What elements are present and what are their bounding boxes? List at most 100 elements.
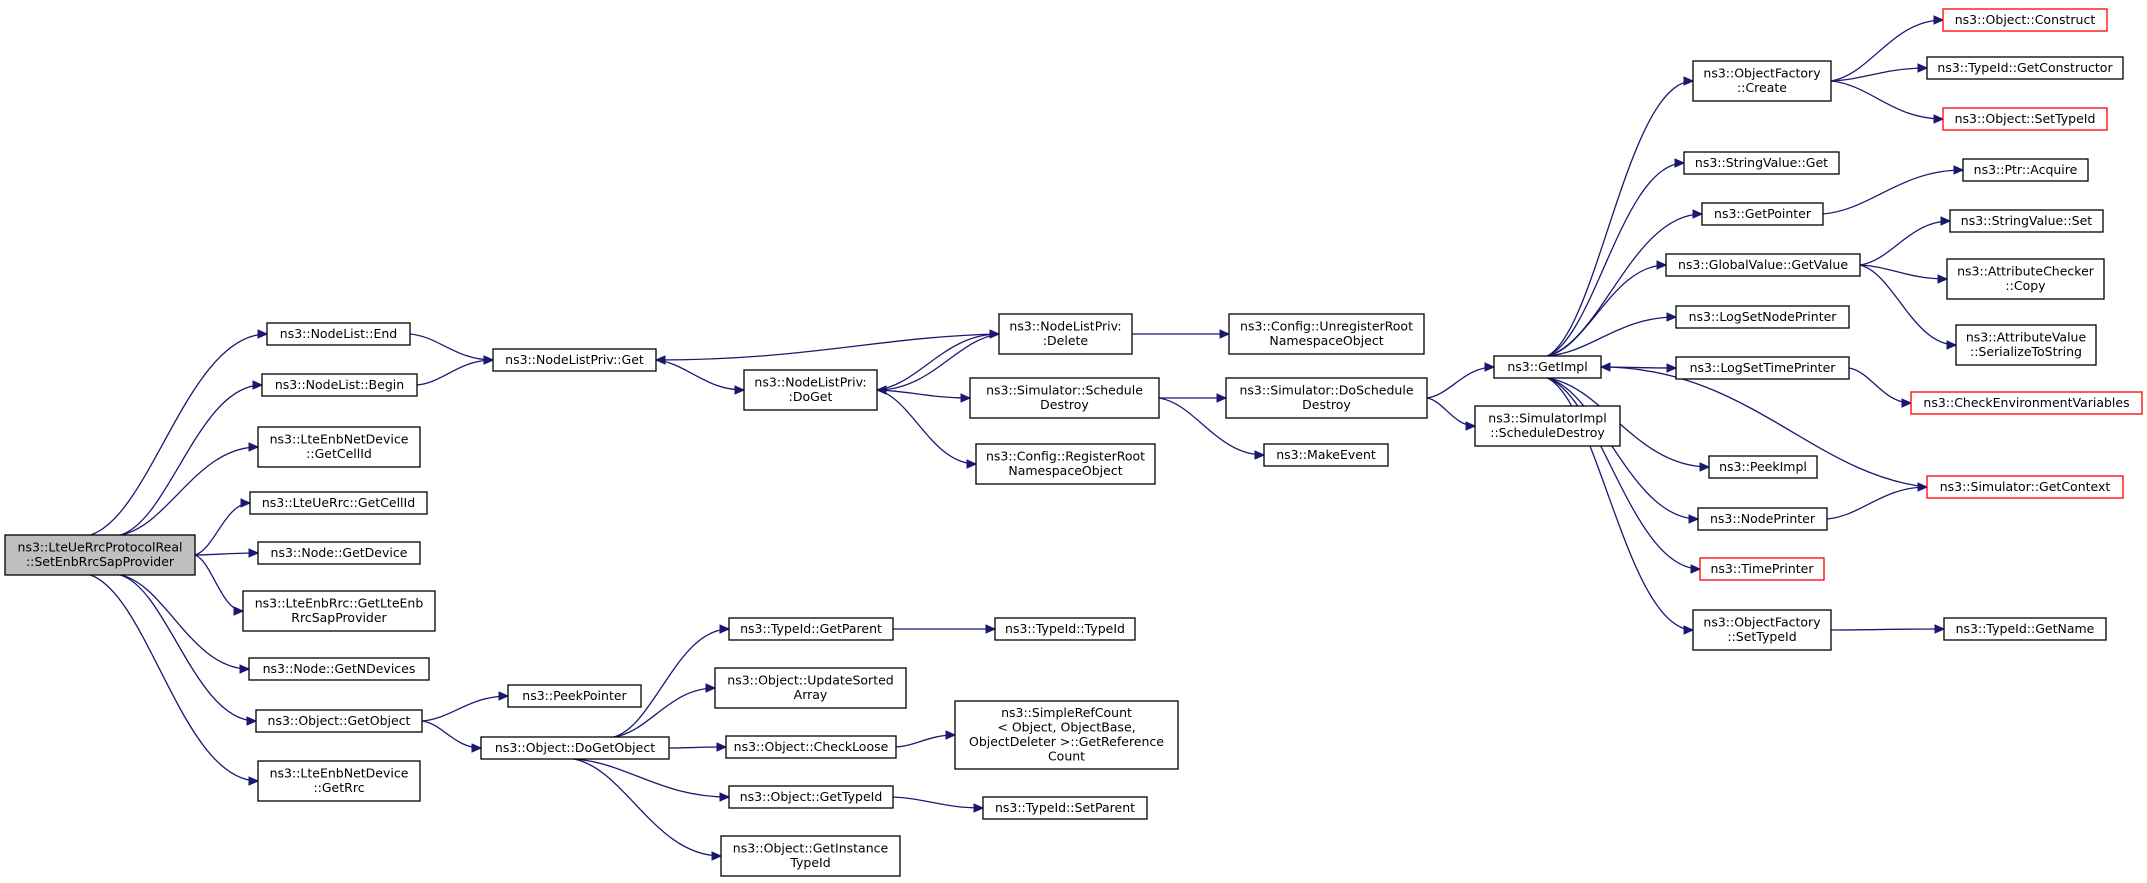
arrowhead [1688,514,1700,524]
node-getimpl[interactable]: ns3::GetImpl [1493,355,1602,379]
node-peekpointer[interactable]: ns3::PeekPointer [507,684,642,708]
edge-root-to-enbrrc-getsap [194,554,245,616]
node-stringvalue-get[interactable]: ns3::StringValue::Get [1683,151,1840,175]
node-nlp-delete[interactable]: ns3::NodeListPriv::Delete [998,313,1133,355]
node-makeevent[interactable]: ns3::MakeEvent [1263,443,1389,467]
node-stringvalue-set[interactable]: ns3::StringValue::Set [1949,209,2104,233]
edge-root-to-nl-end [90,329,269,536]
node-label: ns3::Simulator::GetContext [1940,479,2111,494]
node-label: ns3::StringValue::Set [1961,213,2092,228]
node-checkenv[interactable]: ns3::CheckEnvironmentVariables [1910,391,2143,415]
edge-line [194,554,244,612]
node-nlp-get[interactable]: ns3::NodeListPriv::Get [492,348,657,372]
node-label: ns3::TypeId::TypeId [1005,621,1125,636]
node-box [1692,609,1832,651]
node-label: ns3::Object::CheckLoose [734,739,889,754]
node-enb-cellid[interactable]: ns3::LteEnbNetDevice::GetCellId [257,426,421,468]
node-node-getdevice[interactable]: ns3::Node::GetDevice [257,541,421,565]
node-label: Array [794,687,828,702]
node-tid-getparent[interactable]: ns3::TypeId::GetParent [728,617,894,641]
node-box [1946,258,2105,300]
node-logsetnodeprinter[interactable]: ns3::LogSetNodePrinter [1675,305,1850,329]
node-timeprinter[interactable]: ns3::TimePrinter [1699,557,1825,581]
node-attrvalue-ser[interactable]: ns3::AttributeValue::SerializeToString [1955,324,2097,366]
node-tid-setparent[interactable]: ns3::TypeId::SetParent [982,796,1148,820]
node-getpointer[interactable]: ns3::GetPointer [1701,202,1824,226]
node-label: ns3::Object::DoGetObject [495,740,655,755]
node-sim-getcontext[interactable]: ns3::Simulator::GetContext [1926,475,2124,499]
edge-obj-dogetobject-to-obj-updatesorted [613,683,717,738]
edge-line [194,502,251,556]
node-gv-getvalue[interactable]: ns3::GlobalValue::GetValue [1665,253,1861,277]
node-logsettimeprinter[interactable]: ns3::LogSetTimePrinter [1675,356,1850,380]
arrowhead [985,624,997,634]
node-tid-getname[interactable]: ns3::TypeId::GetName [1943,617,2107,641]
arrowhead [257,329,269,339]
node-nl-end[interactable]: ns3::NodeList::End [266,322,411,346]
arrowhead [1699,462,1711,472]
node-nl-begin[interactable]: ns3::NodeList::Begin [261,373,418,397]
node-box [1962,158,2089,182]
edge-line [90,333,268,536]
node-label: ns3::NodeListPriv: [1009,319,1121,334]
node-box [1942,107,2108,131]
node-root[interactable]: ns3::LteUeRrcProtocolReal::SetEnbRrcSapP… [4,534,196,576]
node-box [969,377,1160,419]
edge-line [1547,377,1710,468]
node-peekimpl[interactable]: ns3::PeekImpl [1708,455,1818,479]
node-obj-construct[interactable]: ns3::Object::Construct [1942,8,2108,32]
edge-sim-getcontext-to-getimpl [1599,362,1928,488]
edge-getimpl-to-peekimpl [1547,377,1711,472]
node-obj-gettypeid[interactable]: ns3::Object::GetTypeId [728,785,894,809]
node-nlp-doget[interactable]: ns3::NodeListPriv::DoGet [743,369,878,411]
node-box [492,348,657,372]
node-sim-schedule-destroy[interactable]: ns3::Simulator::ScheduleDestroy [969,377,1160,419]
edge-sim-doschedule-destroy-to-getimpl [1426,362,1496,399]
node-simplerefcount[interactable]: ns3::SimpleRefCount< Object, ObjectBase,… [954,700,1179,770]
node-attrchecker-copy[interactable]: ns3::AttributeChecker::Copy [1946,258,2105,300]
arrowhead [1254,450,1266,460]
node-obj-checkloose[interactable]: ns3::Object::CheckLoose [725,735,897,759]
node-label: ::ScheduleDestroy [1490,425,1605,440]
arrowhead [1683,625,1695,635]
node-label: ns3::ObjectFactory [1703,615,1821,630]
edge-line [1859,264,1948,280]
node-label: ::GetCellId [306,446,372,461]
node-box [249,491,428,515]
node-simimpl-sd[interactable]: ns3::SimulatorImpl::ScheduleDestroy [1474,405,1621,447]
edge-line [876,389,977,465]
node-tid-getconstructor[interactable]: ns3::TypeId::GetConstructor [1926,56,2124,80]
node-nodeprinter[interactable]: ns3::NodePrinter [1697,507,1828,531]
node-uerrc-cellid[interactable]: ns3::LteUeRrc::GetCellId [249,491,428,515]
edge-root-to-node-getdevice [194,548,260,558]
node-box [1926,475,2124,499]
arrowhead [1953,165,1965,175]
node-tid-typeid[interactable]: ns3::TypeId::TypeId [994,617,1136,641]
node-node-getndev[interactable]: ns3::Node::GetNDevices [248,657,430,681]
node-label: Count [1048,749,1085,764]
node-obj-getobject[interactable]: ns3::Object::GetObject [255,709,423,733]
node-label: ns3::Node::GetDevice [271,545,408,560]
node-obj-dogetobject[interactable]: ns3::Object::DoGetObject [480,736,670,760]
arrowhead [960,393,972,403]
node-enb-getrrc[interactable]: ns3::LteEnbNetDevice::GetRrc [257,760,421,802]
edge-line [613,687,716,738]
node-obj-settypeid[interactable]: ns3::Object::SetTypeId [1942,107,2108,131]
edge-line [1158,397,1265,456]
arrowhead [711,851,723,861]
node-label: ns3::Config::UnregisterRoot [1240,319,1413,334]
arrowhead [1216,393,1228,403]
node-label: ns3::SimulatorImpl [1488,411,1606,426]
node-of-settypeid[interactable]: ns3::ObjectFactory::SetTypeId [1692,609,1832,651]
node-box [255,709,423,733]
node-of-create[interactable]: ns3::ObjectFactory::Create [1692,60,1832,102]
node-cfg-unregister[interactable]: ns3::Config::UnregisterRootNamespaceObje… [1228,313,1425,355]
node-ptr-acquire[interactable]: ns3::Ptr::Acquire [1962,158,2089,182]
arrowhead [989,329,1001,339]
arrowhead [248,442,260,452]
